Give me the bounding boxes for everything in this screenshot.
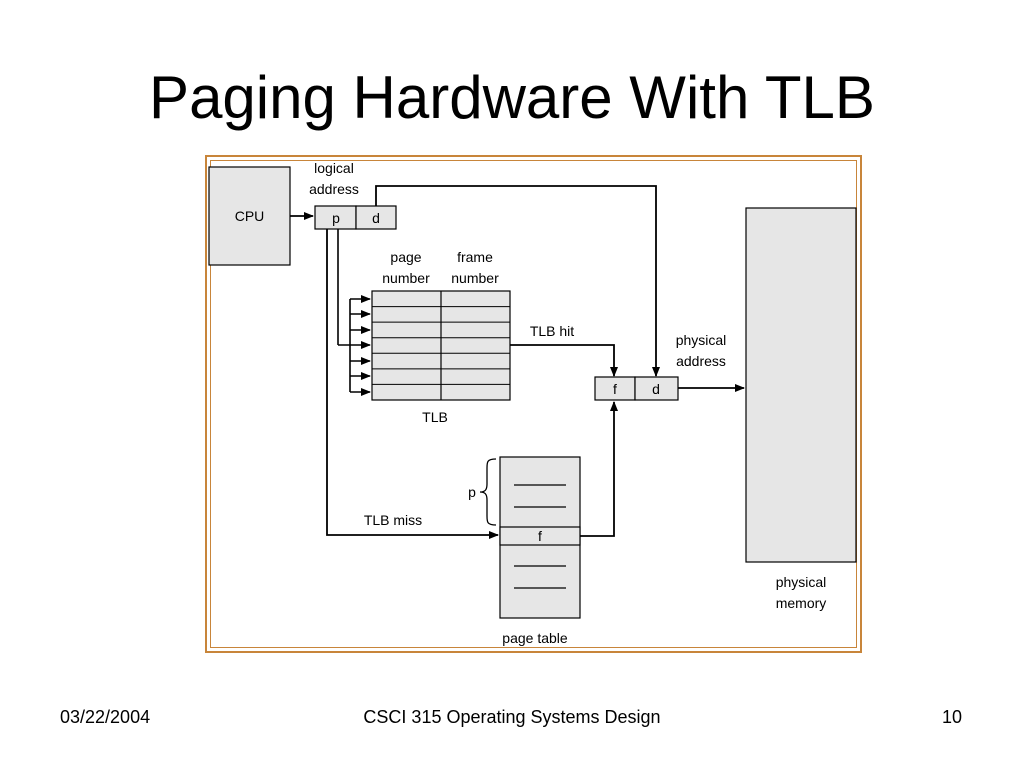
tlb-label: TLB	[422, 409, 448, 425]
slide-title: Paging Hardware With TLB	[149, 64, 875, 131]
tlb-hit-arrow	[510, 344, 618, 377]
tlb-miss-arrow	[326, 229, 499, 539]
page-table-p: p	[468, 484, 476, 500]
footer-page-number: 10	[941, 707, 962, 727]
logical-address-label-2: address	[309, 181, 359, 197]
tlb-miss-label: TLB miss	[364, 512, 422, 528]
logical-address-label-1: logical	[314, 160, 354, 176]
page-table	[499, 456, 581, 619]
page-table-label: page table	[502, 630, 568, 646]
tlb-header-frame-2: number	[451, 270, 499, 286]
cpu-label: CPU	[235, 208, 265, 224]
footer-course: CSCI 315 Operating Systems Design	[363, 707, 661, 727]
footer-date: 03/22/2004	[60, 707, 151, 727]
physical-memory-box	[745, 207, 857, 563]
physical-address-label-1: physical	[676, 332, 727, 348]
page-table-to-frame-arrow	[580, 401, 618, 537]
tlb-table	[371, 290, 511, 401]
tlb-hit-label: TLB hit	[530, 323, 574, 339]
tlb-header-page-1: page	[390, 249, 421, 265]
physical-address-f: f	[613, 381, 617, 397]
physical-address-label-2: address	[676, 353, 726, 369]
cpu-box	[208, 166, 291, 266]
physical-memory-label-2: memory	[776, 595, 827, 611]
logical-address-p: p	[332, 210, 340, 226]
tlb-search-arrows	[337, 229, 371, 396]
page-table-brace	[479, 458, 497, 526]
logical-address-d: d	[372, 210, 380, 226]
tlb-header-page-2: number	[382, 270, 430, 286]
physical-address-d: d	[652, 381, 660, 397]
page-table-f: f	[538, 528, 542, 544]
offset-route-arrow	[375, 185, 660, 377]
physical-memory-label-1: physical	[776, 574, 827, 590]
tlb-header-frame-1: frame	[457, 249, 493, 265]
